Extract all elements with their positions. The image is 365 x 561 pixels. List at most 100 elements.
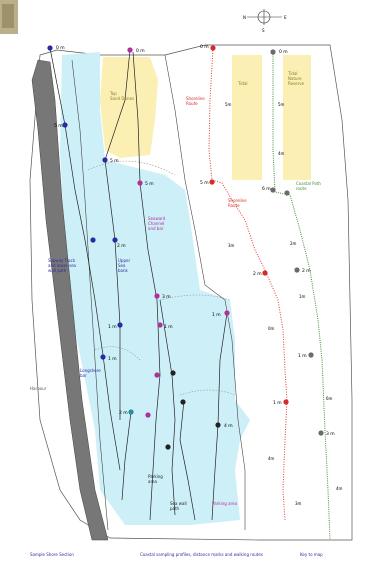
sampling-points	[47, 45, 324, 450]
svg-text:Coastal sampling profiles, dis: Coastal sampling profiles, distance mark…	[140, 552, 263, 557]
svg-text:5 m: 5 m	[200, 180, 209, 186]
point-teal	[128, 409, 134, 415]
svg-text:4m: 4m	[268, 456, 275, 461]
point-grey	[270, 49, 276, 55]
top-mid-sand-zone	[232, 55, 262, 180]
svg-text:0 m: 0 m	[200, 44, 209, 50]
svg-text:4m: 4m	[278, 151, 285, 156]
point-blue	[112, 237, 118, 243]
svg-text:0 m: 0 m	[279, 49, 288, 55]
svg-text:Parking area: Parking area	[212, 501, 238, 506]
svg-text:0 m: 0 m	[56, 45, 65, 51]
svg-text:1 m: 1 m	[212, 312, 221, 318]
svg-text:4 m: 4 m	[224, 423, 233, 429]
sea-wall-strip	[31, 59, 109, 541]
point-purple	[154, 293, 160, 299]
point-grey	[294, 267, 300, 273]
point-purple	[145, 412, 151, 418]
point-blue	[90, 237, 96, 243]
svg-text:1m: 1m	[299, 294, 306, 299]
point-blue	[117, 322, 123, 328]
svg-text:Tidal: Tidal	[237, 81, 248, 86]
top-left-sand-zone	[100, 57, 158, 158]
distance-labels: 0 m 0 m 0 m 0 m 5 m 5 m 5 m 5 m 6 m 2 m …	[54, 44, 335, 437]
svg-text:5 m: 5 m	[110, 158, 119, 164]
left-channel-line	[71, 59, 109, 531]
profile-line-3	[132, 51, 161, 521]
point-purple	[127, 47, 133, 53]
point-blue	[62, 122, 68, 128]
svg-text:1 m: 1 m	[298, 353, 307, 359]
point-red	[209, 179, 215, 185]
profile-line-7	[121, 411, 132, 501]
profile-line-1	[49, 47, 121, 471]
svg-text:0m: 0m	[268, 326, 275, 331]
svg-text:2m: 2m	[290, 241, 297, 246]
svg-text:2 m: 2 m	[253, 271, 262, 277]
compass-north: N	[243, 15, 246, 20]
svg-text:5 m: 5 m	[54, 123, 63, 129]
side-marks: 5m 5m 4m 3m 2m 1m 0m 6m 4m 4m 3m	[225, 102, 343, 506]
map-footer: Sample Shore Section Coastal sampling pr…	[30, 552, 323, 557]
point-black	[165, 444, 171, 450]
point-purple	[137, 180, 143, 186]
profile-line-4	[159, 299, 176, 516]
point-blue	[100, 354, 106, 360]
svg-text:6m: 6m	[326, 396, 333, 401]
svg-text:Key to map: Key to map	[300, 552, 323, 557]
compass-rose: N E S	[243, 9, 287, 33]
point-purple	[157, 322, 163, 328]
svg-text:2 m: 2 m	[117, 243, 126, 249]
point-black	[170, 370, 176, 376]
dune-hatching-a	[87, 160, 176, 176]
compass-south: S	[262, 28, 265, 33]
point-grey	[318, 430, 324, 436]
svg-text:1 m: 1 m	[164, 324, 173, 330]
point-blue	[102, 157, 108, 163]
dune-hatching-d	[179, 389, 236, 396]
dune-hatching-c	[94, 346, 141, 361]
point-purple	[154, 372, 160, 378]
dune-hatching-b	[159, 294, 231, 301]
svg-text:Sample Shore Section: Sample Shore Section	[30, 552, 74, 557]
point-grey	[284, 190, 290, 196]
red-route	[208, 47, 288, 521]
svg-text:1 m: 1 m	[273, 400, 282, 406]
svg-text:3m: 3m	[295, 501, 302, 506]
svg-text:2 m: 2 m	[119, 410, 128, 416]
shoreline-line	[164, 54, 246, 530]
point-red	[210, 45, 216, 51]
svg-text:0 m: 0 m	[136, 48, 145, 54]
point-blue	[47, 45, 53, 51]
svg-text:4m: 4m	[336, 486, 343, 491]
svg-text:Harbour: Harbour	[30, 386, 47, 391]
svg-text:3 m: 3 m	[162, 294, 171, 300]
point-red	[283, 399, 289, 405]
point-grey	[270, 187, 276, 193]
point-grey	[308, 352, 314, 358]
compass-east: E	[284, 15, 287, 20]
point-black	[180, 399, 186, 405]
top-right-sand-zone	[283, 55, 311, 180]
point-purple	[224, 310, 230, 316]
profile-line-5	[179, 399, 196, 521]
svg-text:5 m: 5 m	[145, 181, 154, 187]
svg-text:2 m: 2 m	[302, 268, 311, 274]
svg-text:5m: 5m	[278, 102, 285, 107]
svg-text:6 m: 6 m	[262, 186, 271, 192]
svg-text:1 m: 1 m	[108, 324, 117, 330]
svg-text:3m: 3m	[228, 243, 235, 248]
